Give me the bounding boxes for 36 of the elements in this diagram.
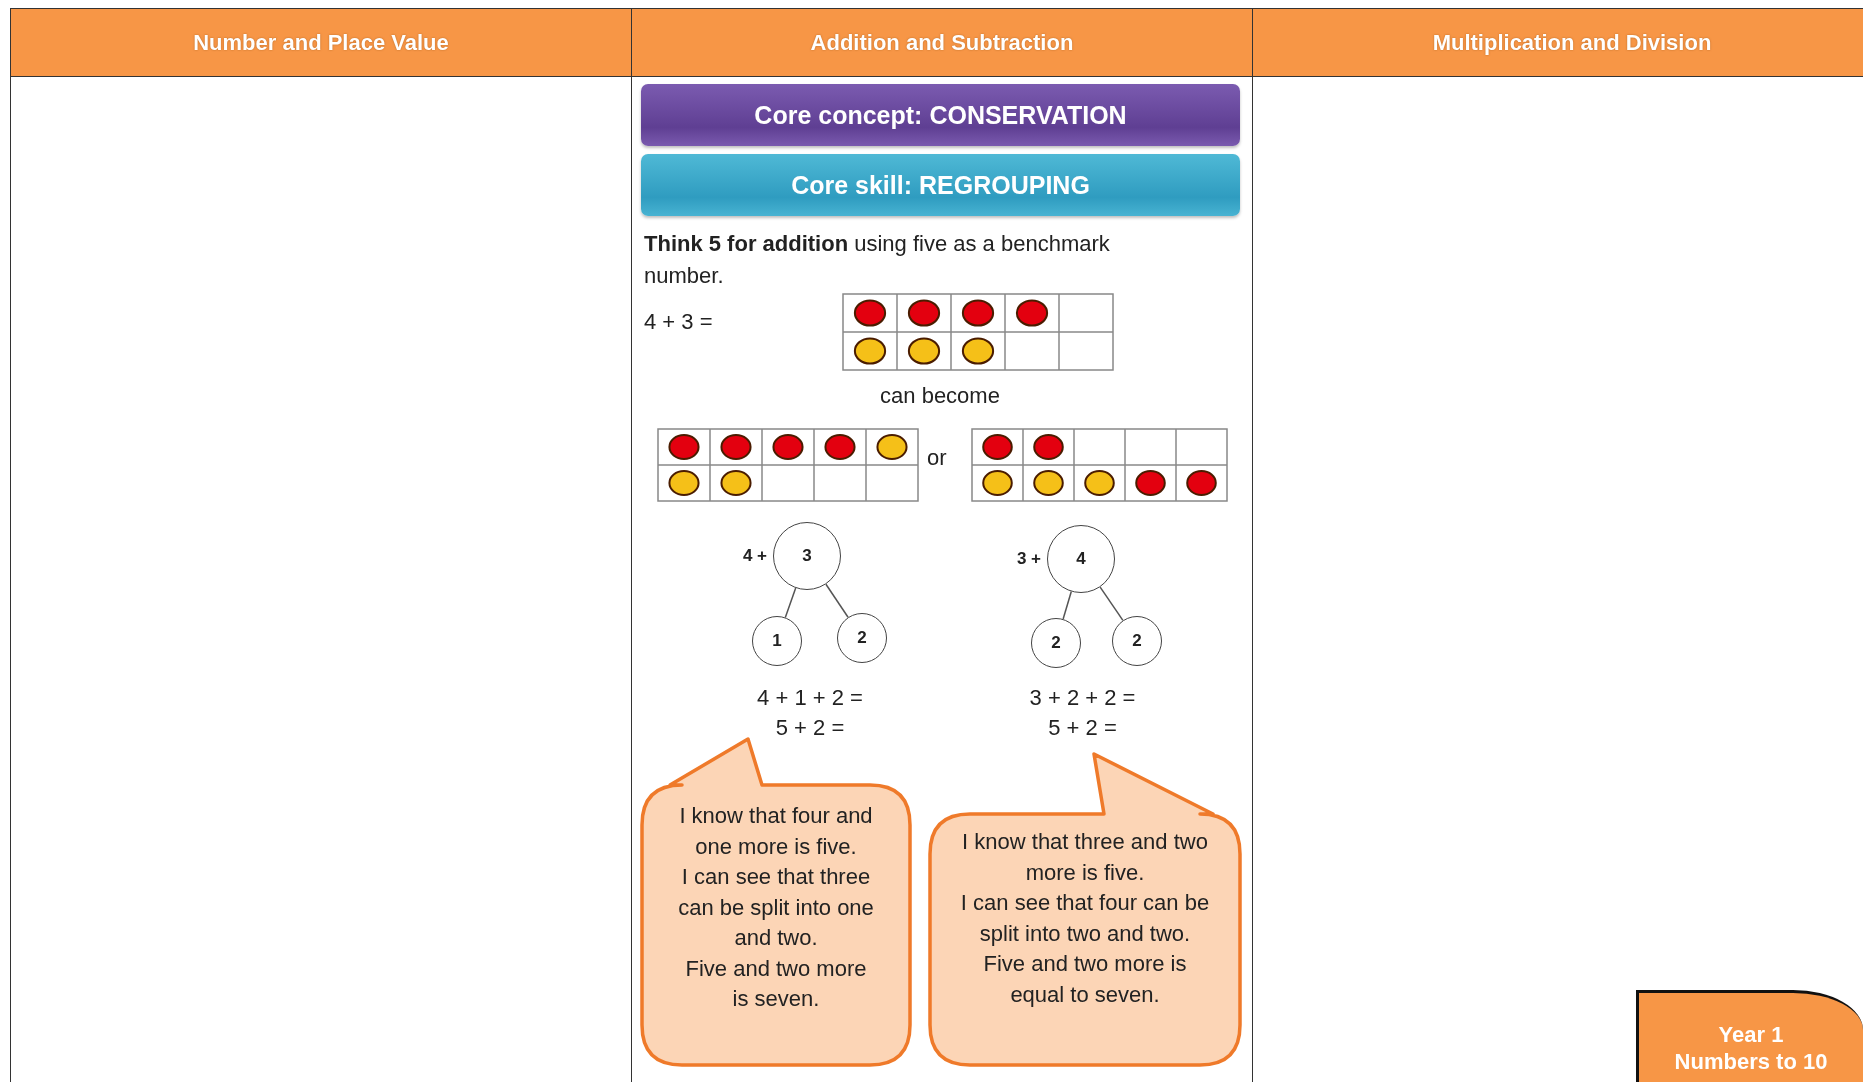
math-text: 5 + 2 =	[774, 714, 846, 742]
number-circle: 3	[773, 522, 841, 590]
number-circle: 2	[1031, 618, 1081, 668]
connector-line	[825, 583, 849, 618]
math-text: 4 + 3 =	[644, 308, 713, 336]
instruction-text: Think 5 for addition using five as a benchmark number.	[644, 230, 1111, 290]
bubble-text: Five and two more is equal to seven.	[982, 950, 1188, 1009]
bubble-text: I know that four and one more is five.	[678, 802, 874, 861]
column-header: Multiplication and Division	[1252, 8, 1863, 77]
connector-line	[784, 587, 797, 619]
bubble-text: I can see that four can be split into two and two.	[959, 889, 1211, 948]
bubble-text: I know that three and two more is five.	[961, 828, 1209, 887]
math-text: 5 + 2 =	[1047, 714, 1118, 742]
connector-line	[1062, 590, 1073, 620]
number-circle: 2	[1112, 616, 1162, 666]
number-circle: 2	[837, 613, 887, 663]
math-text: 4 + 1 + 2 =	[756, 684, 864, 712]
math-text: or	[927, 444, 947, 472]
math-text: can become	[879, 382, 1001, 410]
column-header: Addition and Subtraction	[631, 8, 1253, 77]
speech-bubble	[640, 737, 912, 1067]
math-text: 3 + 2 + 2 =	[1028, 684, 1137, 712]
number-circle: 4	[1047, 525, 1115, 593]
concept-banner: Core skill: REGROUPING	[641, 154, 1240, 216]
speech-bubble	[928, 752, 1242, 1067]
concept-banner: Core concept: CONSERVATION	[641, 84, 1240, 146]
connector-line	[1099, 586, 1124, 622]
bubble-text: Five and two more is seven.	[684, 954, 868, 1013]
bubble-text: I can see that three can be split into one and two.	[677, 863, 875, 952]
tab-text: Numbers to 10	[1674, 1047, 1828, 1075]
addend-label: 3 +	[1016, 549, 1041, 569]
year-tab	[1636, 990, 1863, 1082]
tab-text: Year 1	[1718, 1020, 1784, 1048]
addend-label: 4 +	[742, 546, 767, 566]
column-header: Number and Place Value	[10, 8, 632, 77]
number-circle: 1	[752, 616, 802, 666]
